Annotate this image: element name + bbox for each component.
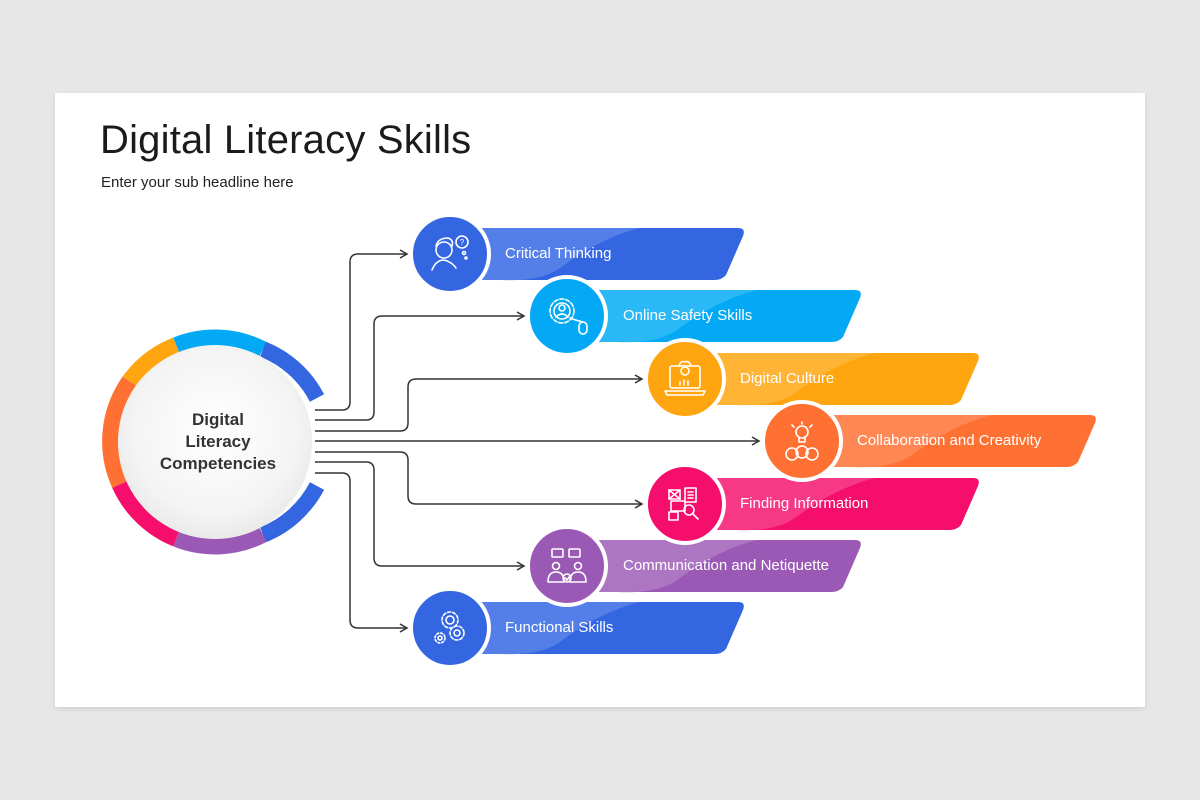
ring-segment-orange [102,376,136,488]
skill-label-online-safety: Online Safety Skills [623,307,753,324]
laptop-culture-icon [644,338,726,420]
hub-label-line: Competencies [159,454,277,473]
connectors [315,249,761,633]
hub-ring [102,329,325,555]
hub-label-line: Literacy [185,432,251,451]
skill-rows [450,228,1096,655]
skill-row-critical-thinking [450,228,744,281]
connector-digital-culture [315,374,644,432]
skill-label-finding-info: Finding Information [740,495,869,512]
skill-row-finding-info [685,478,979,531]
icon-circles: ? [409,213,843,669]
ring-segment-blue-bottom [259,482,325,543]
hub-label-line: Digital [192,410,244,429]
user-gear-mouse-icon [526,275,608,357]
connector-critical-thinking [315,249,409,411]
ring-segment-purple [173,527,267,555]
skill-label-collaboration: Collaboration and Creativity [857,432,1042,449]
ring-segment-orange-yellow [122,337,180,386]
ring-segment-blue-top [259,341,325,402]
page-subtitle: Enter your sub headline here [101,174,294,191]
skill-row-functional [450,602,744,655]
gears-icon [409,587,491,669]
skill-label-functional: Functional Skills [505,619,614,636]
lightbulb-team-icon [761,400,843,482]
skill-row-online-safety [567,290,861,343]
skill-label-communication: Communication and Netiquette [623,557,829,574]
chat-people-icon [526,525,608,607]
connector-communication [315,461,526,571]
skill-row-digital-culture [685,353,979,406]
skill-row-collaboration [802,415,1096,468]
hub-label: Digital Literacy Competencies [140,409,296,475]
search-documents-icon [644,463,726,545]
hub-disc [118,345,312,539]
connector-online-safety [315,311,526,421]
connector-functional [315,472,409,633]
connector-finding-info [315,451,644,509]
ring-segment-light-blue [173,329,267,357]
svg-text:?: ? [460,238,465,247]
ring-segment-pink [112,481,180,547]
thinking-person-icon: ? [409,213,491,295]
skill-row-communication [567,540,861,593]
skill-label-critical-thinking: Critical Thinking [505,245,612,262]
page-title: Digital Literacy Skills [100,118,472,162]
skill-label-digital-culture: Digital Culture [740,370,835,387]
